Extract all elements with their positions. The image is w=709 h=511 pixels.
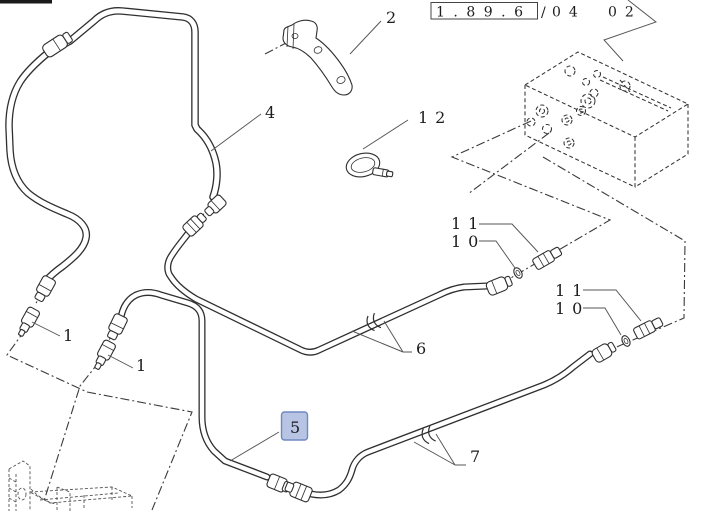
mounting-structure-reference (8, 460, 134, 511)
centerline-block-to-set-a (450, 120, 612, 287)
pipe-break-mark (366, 312, 382, 332)
callout-4[interactable]: 4 (265, 103, 275, 122)
nut-pipe7-end (284, 481, 313, 503)
ferrule-pipe7-end (591, 341, 617, 363)
connector-1-left (18, 306, 41, 337)
pipe-6 (164, 227, 491, 356)
cropped-edge-bar (0, 0, 52, 4)
leader-4 (210, 113, 262, 152)
leader-10b (583, 307, 622, 336)
valve-block-reference (523, 51, 690, 188)
leader-2 (349, 20, 382, 55)
leader-5 (229, 431, 280, 462)
fitting-pipe4-end (204, 194, 227, 217)
header-separator: / (541, 5, 546, 21)
leader-header-to-block (603, 0, 657, 62)
hose-clamp-part (345, 152, 394, 178)
header-page: 02 (608, 5, 642, 21)
callout-1-left[interactable]: 1 (63, 326, 73, 345)
valve-block-ports (526, 65, 631, 149)
fitting-pipe6-start (182, 212, 207, 237)
centerline-connector1-left-frame (6, 329, 193, 511)
callout-6[interactable]: 6 (416, 339, 426, 358)
leader-11b (583, 289, 642, 322)
section-code[interactable]: 1.89.6 (436, 5, 532, 21)
pipe-4 (5, 7, 221, 285)
oring-a (513, 267, 523, 279)
selected-part-callout[interactable]: 5 (280, 411, 309, 441)
callout-10a[interactable]: 10 (451, 232, 485, 251)
ferrule-pipe6-end (485, 275, 513, 296)
leader-lines (31, 0, 657, 466)
callout-5-selected[interactable]: 5 (290, 418, 300, 437)
ferrule-pipe4-top (42, 31, 73, 58)
callout-12[interactable]: 12 (418, 108, 452, 127)
callout-7[interactable]: 7 (470, 447, 480, 466)
header-reference: 1.89.6 / 04 02 (430, 2, 642, 21)
adapter-fitting-a (532, 246, 563, 270)
callout-11a[interactable]: 11 (451, 214, 485, 233)
callout-2[interactable]: 2 (386, 8, 396, 27)
ferrule-pipe4-bottom (34, 275, 56, 303)
pipe-break-mark (421, 425, 436, 445)
selection-highlight[interactable] (280, 411, 309, 441)
pipe-5-selected (117, 288, 271, 481)
leader-7 (413, 433, 466, 466)
leader-1-mid (107, 354, 134, 369)
callout-11b[interactable]: 11 (555, 281, 589, 300)
ferrule-pipe5-top (107, 313, 128, 341)
leader-6 (351, 320, 412, 353)
callout-1-mid[interactable]: 1 (136, 356, 146, 375)
bracket-part (282, 19, 353, 96)
centerline-connector1-mid-frame (43, 361, 100, 502)
header-sheet: 04 (552, 5, 586, 21)
leader-12 (362, 119, 409, 150)
oring-b (621, 335, 631, 347)
leader-1-left (31, 321, 61, 337)
adapter-fitting-b (633, 317, 664, 340)
centerline-bracket (264, 41, 289, 55)
section-code-box[interactable] (430, 2, 538, 20)
pipe-7 (307, 350, 594, 499)
callout-10b[interactable]: 10 (555, 299, 589, 318)
leader-11a (479, 223, 539, 253)
connector-1-mid (94, 339, 116, 370)
leader-10a (479, 240, 516, 269)
